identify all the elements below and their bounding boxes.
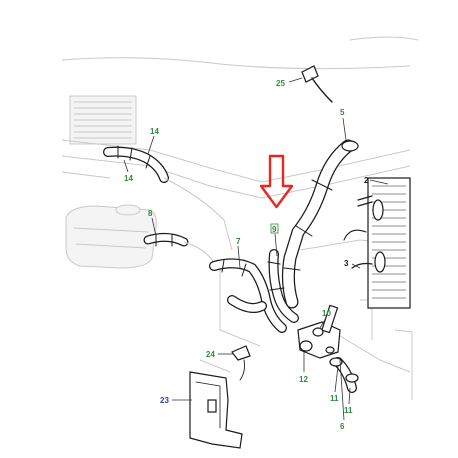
callout-14-bottom: 14 — [124, 174, 133, 183]
part-25 — [301, 65, 333, 103]
leader-lines — [123, 77, 389, 421]
callout-11-a: 11 — [330, 394, 339, 403]
hose-9-highlighted — [267, 249, 299, 323]
callout-8: 8 — [148, 209, 153, 218]
clip-24 — [231, 345, 251, 381]
callout-7: 7 — [236, 237, 241, 246]
callout-24: 24 — [206, 350, 215, 359]
callout-11-b: 11 — [344, 406, 353, 415]
hose-7 — [209, 258, 287, 333]
callout-10: 10 — [322, 309, 331, 318]
hose-8 — [143, 232, 219, 271]
callout-9: 9 — [272, 225, 277, 234]
hose-5 — [281, 139, 359, 309]
callout-3: 3 — [344, 259, 349, 268]
callout-14-top: 14 — [150, 127, 159, 136]
hose-11 — [329, 357, 359, 393]
callout-23: 23 — [160, 396, 169, 405]
radiator — [343, 177, 411, 309]
callout-12: 12 — [299, 375, 308, 384]
thermostat-housing — [297, 304, 341, 359]
callout-6: 6 — [340, 422, 345, 431]
callout-2: 2 — [364, 176, 369, 185]
callout-9-box — [270, 223, 279, 234]
expansion-tank-outline — [65, 205, 157, 269]
callout-5: 5 — [340, 108, 345, 117]
bracket-23 — [189, 371, 243, 449]
callout-labels: 25 5 14 14 2 8 7 9 3 10 24 12 23 11 11 6 — [124, 79, 369, 431]
callout-25: 25 — [276, 79, 285, 88]
down-arrow-icon — [259, 154, 294, 209]
background-engine-outline — [61, 36, 419, 400]
hose-14 — [103, 145, 233, 251]
